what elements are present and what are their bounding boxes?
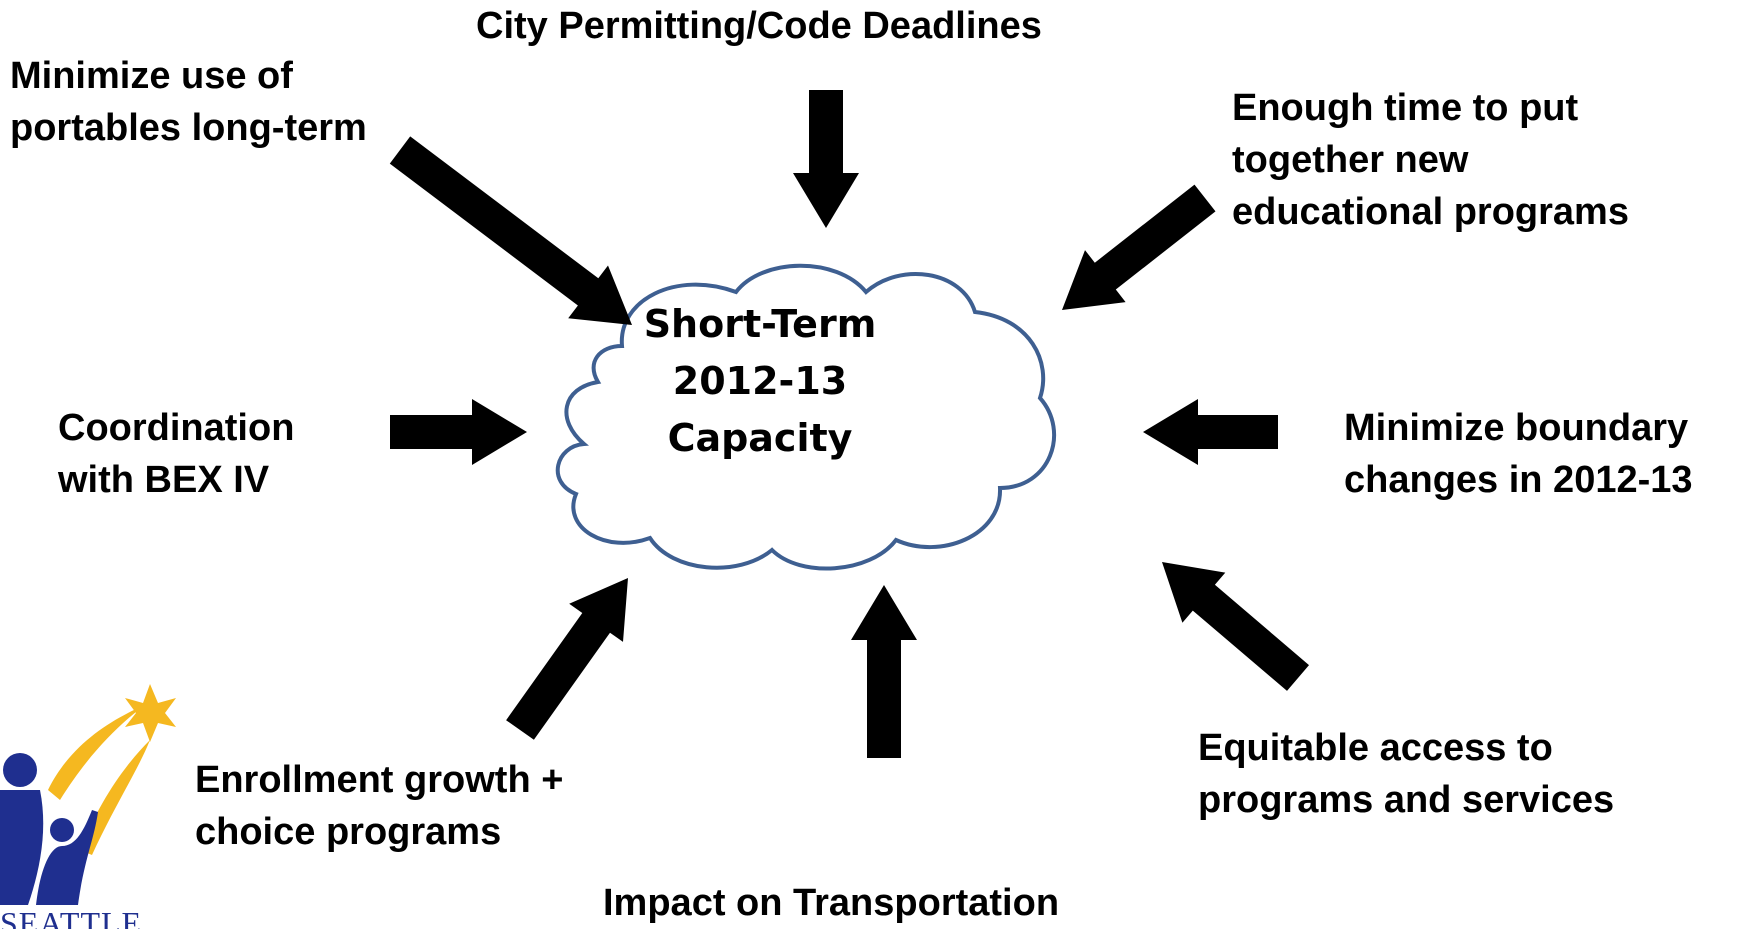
label-enrollment-line-1: Enrollment growth + bbox=[195, 759, 564, 801]
label-enrollment-line-2: choice programs bbox=[195, 811, 502, 853]
star-icon bbox=[125, 684, 176, 742]
figure-head-large bbox=[3, 753, 37, 787]
label-portables: Minimize use of portables long-term bbox=[10, 50, 367, 154]
capacity-cloud bbox=[555, 263, 1057, 571]
label-portables-line-1: Minimize use of bbox=[10, 55, 293, 97]
label-portables-line-2: portables long-term bbox=[10, 107, 367, 149]
label-transportation-line-1: Impact on Transportation bbox=[603, 882, 1060, 924]
arrow-programs-time bbox=[1062, 184, 1216, 310]
label-equitable-line-2: programs and services bbox=[1198, 779, 1615, 821]
arrow-equitable bbox=[1162, 562, 1309, 691]
label-boundary-line-1: Minimize boundary bbox=[1344, 407, 1689, 449]
center-line-2: 2012-13 bbox=[672, 359, 848, 403]
label-boundary-line-2: changes in 2012-13 bbox=[1344, 459, 1693, 501]
label-equitable: Equitable access to programs and service… bbox=[1198, 722, 1614, 826]
arrow-portables bbox=[389, 136, 632, 325]
label-bex-line-1: Coordination bbox=[58, 407, 295, 449]
school-logo bbox=[0, 684, 176, 905]
label-enrollment: Enrollment growth + choice programs bbox=[195, 754, 563, 858]
label-equitable-line-1: Equitable access to bbox=[1198, 727, 1553, 769]
center-line-3: Capacity bbox=[667, 416, 853, 460]
arrows-group bbox=[389, 90, 1309, 758]
label-permitting: City Permitting/Code Deadlines bbox=[476, 0, 1042, 52]
label-bex-line-2: with BEX IV bbox=[58, 459, 270, 501]
figure-body-large bbox=[0, 790, 44, 905]
star-trail-2 bbox=[80, 740, 150, 855]
label-bex: Coordination with BEX IV bbox=[58, 402, 294, 506]
figure-head-small bbox=[50, 818, 74, 842]
label-permitting-line-1: City Permitting/Code Deadlines bbox=[476, 5, 1042, 47]
label-programs-time-line-1: Enough time to put bbox=[1232, 87, 1579, 129]
center-line-1: Short-Term bbox=[643, 302, 877, 346]
arrow-bex bbox=[390, 399, 527, 465]
arrow-permitting bbox=[793, 90, 859, 228]
label-transportation: Impact on Transportation bbox=[603, 877, 1059, 929]
logo-text: SEATTLE bbox=[0, 905, 143, 929]
arrow-transportation bbox=[851, 585, 917, 758]
figure-body-small bbox=[36, 810, 98, 905]
label-programs-time: Enough time to put together new educatio… bbox=[1232, 82, 1629, 238]
center-label: Short-Term 2012-13 Capacity bbox=[625, 296, 895, 467]
arrow-boundary bbox=[1143, 399, 1278, 465]
arrow-enrollment bbox=[506, 578, 628, 740]
label-programs-time-line-3: educational programs bbox=[1232, 191, 1629, 233]
label-boundary: Minimize boundary changes in 2012-13 bbox=[1344, 402, 1693, 506]
label-programs-time-line-2: together new bbox=[1232, 139, 1469, 181]
star-trail-1 bbox=[48, 705, 145, 800]
